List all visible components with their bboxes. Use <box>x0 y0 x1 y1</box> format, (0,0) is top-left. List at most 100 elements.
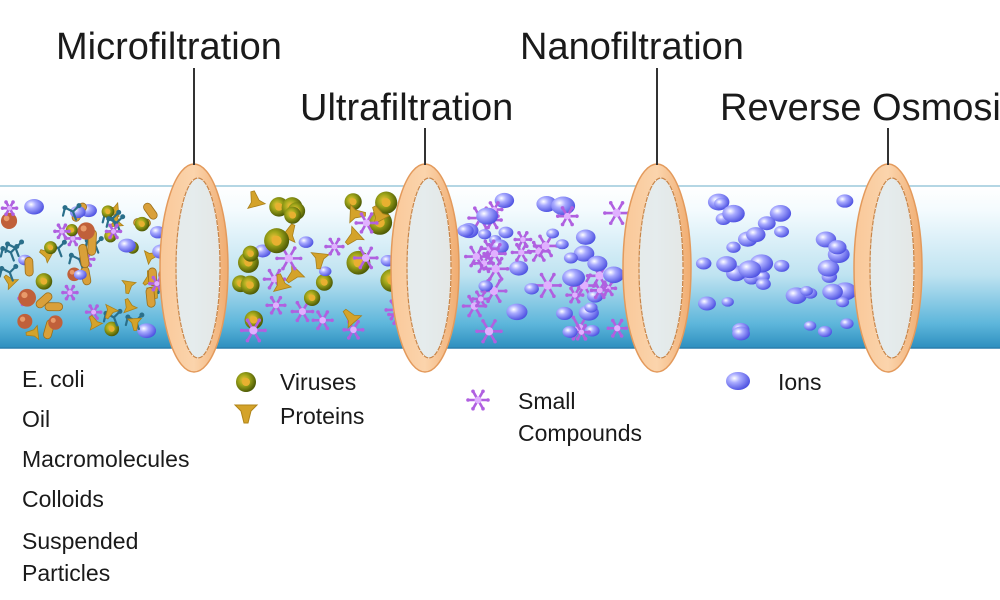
compound-particle <box>471 290 491 308</box>
virus-particle <box>303 289 321 307</box>
ion-particle <box>318 266 332 277</box>
bacteria-particle <box>24 256 34 277</box>
ion-particle <box>506 303 528 321</box>
legend-ecoli: E. coli <box>22 366 85 392</box>
reverse-osmosis-title: Reverse Osmosis <box>720 87 1000 129</box>
ion-particle <box>603 266 625 284</box>
ion-particle <box>524 283 539 295</box>
compound-particle <box>464 245 489 268</box>
bacteria-particle <box>143 202 158 220</box>
legend-suspended: Suspended <box>22 528 139 554</box>
ion-particle <box>738 260 762 279</box>
ion-particle <box>555 239 569 250</box>
virus-particle <box>284 206 302 224</box>
ion-particle <box>835 296 850 308</box>
protein-particle <box>285 263 306 284</box>
virus-icon <box>236 372 256 392</box>
legend-oil: Oil <box>22 406 51 432</box>
compound-particle <box>589 281 610 300</box>
colloid-particle <box>18 288 37 307</box>
protein-particle <box>246 190 267 210</box>
compound-particle <box>0 200 19 217</box>
compound-particle <box>555 206 579 227</box>
ion-particle <box>817 326 833 338</box>
legend-colloids: Colloids <box>22 486 104 512</box>
legend-macromolecules: Macromolecules <box>22 446 190 472</box>
ion-particle <box>457 224 474 238</box>
leader-lines <box>193 68 889 165</box>
compound-particle <box>466 389 490 411</box>
virus-particle <box>104 321 120 337</box>
bacteria-particle <box>78 243 90 269</box>
ion-particle <box>546 228 560 239</box>
virus-particle <box>242 245 259 262</box>
ion-particle <box>726 241 741 253</box>
colloid-particle <box>77 222 95 240</box>
macromolecule-particle <box>0 244 20 262</box>
ion-particle <box>755 278 771 290</box>
ion-particle <box>800 286 813 296</box>
ion-particle <box>509 260 529 276</box>
macromolecule-particle <box>4 239 25 258</box>
virus-particle <box>264 228 290 254</box>
colloid-particle <box>0 212 18 229</box>
ion-particle <box>562 268 586 287</box>
ion-particle <box>476 207 498 225</box>
ion-particle <box>757 216 776 231</box>
virus-particle <box>134 216 150 232</box>
ion-particle <box>732 326 750 341</box>
ion-particle <box>494 192 515 209</box>
ion-particle <box>584 302 598 313</box>
membrane-ring <box>159 163 229 373</box>
compound-particle <box>482 256 510 281</box>
ion-particle <box>556 306 573 321</box>
ion-particle <box>828 240 847 255</box>
ion-particle <box>714 197 729 210</box>
ion-particle <box>769 205 792 222</box>
legend-ions: Ions <box>778 369 822 395</box>
compound-particle <box>510 242 532 262</box>
ion-particle <box>822 283 843 300</box>
ion-particle <box>498 226 514 239</box>
legend-particles: Particles <box>22 560 111 586</box>
compound-particle <box>324 237 345 256</box>
bacteria-particle <box>44 302 64 312</box>
ion-particle <box>840 318 854 329</box>
bacteria-particle <box>145 287 156 308</box>
protein-particle <box>344 225 365 246</box>
virus-particle <box>101 205 115 218</box>
small-compound-icon <box>466 389 490 411</box>
protein-particle <box>104 303 120 320</box>
virus-particle <box>344 193 362 211</box>
legend-viruses: Viruses <box>280 369 357 395</box>
protein-particle <box>349 203 366 224</box>
protein-particle <box>342 308 363 329</box>
ultrafiltration-title: Ultrafiltration <box>300 87 514 129</box>
protein-particle <box>25 324 40 341</box>
ion-particle <box>803 320 817 331</box>
ion-particle <box>575 229 596 245</box>
protein-particle <box>372 205 391 226</box>
ion-particle <box>698 296 716 311</box>
compound-particle <box>104 223 123 240</box>
compound-particle <box>513 231 533 249</box>
macromolecule-particle <box>61 203 82 221</box>
compound-particle <box>53 223 71 240</box>
ion-particle <box>817 259 840 277</box>
nanofiltration-title: Nanofiltration <box>520 26 744 68</box>
protein-particle <box>123 298 139 314</box>
ion-particle <box>573 245 595 262</box>
protein-particle <box>126 317 143 331</box>
ion-particle <box>584 324 600 337</box>
ion-particle <box>551 196 576 216</box>
ion-particle <box>563 252 578 264</box>
ion-particle <box>137 323 157 339</box>
macromolecule-particle <box>0 263 19 282</box>
legend-small: Small <box>518 388 576 414</box>
ion-icon <box>726 372 750 390</box>
ion-particle <box>478 280 493 292</box>
compound-particle <box>533 272 563 299</box>
ion-particle <box>774 225 790 238</box>
protein-icon <box>233 404 259 424</box>
